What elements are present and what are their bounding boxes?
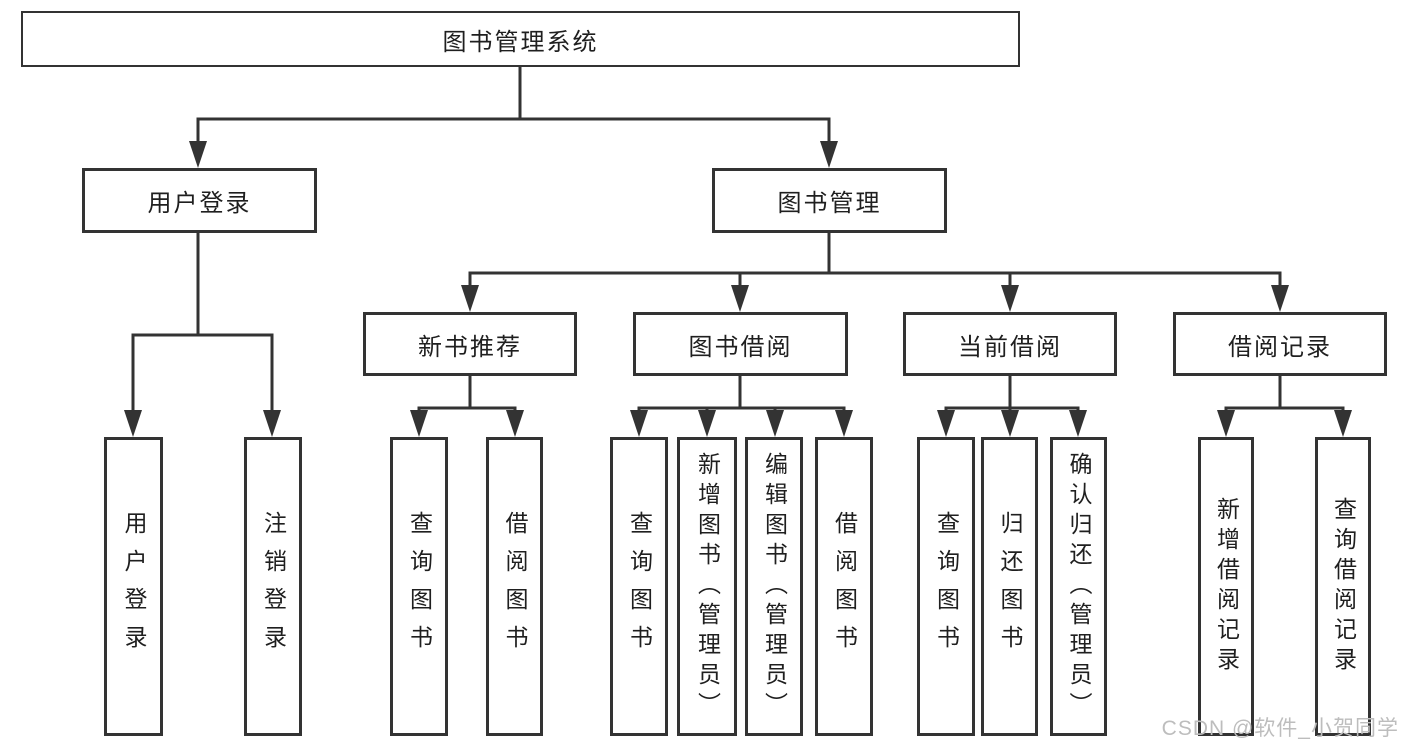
connector-book-borrow-split	[637, 374, 846, 417]
leaf-logout: 注销登录	[244, 437, 302, 736]
leaf-borrow-add-books-admin: 新增图书（管理员）	[677, 437, 737, 736]
leaf-record-query-borrow-record: 查询借阅记录	[1315, 437, 1371, 736]
node-new-book-recommend: 新书推荐	[363, 312, 577, 376]
node-book-management: 图书管理	[712, 168, 947, 233]
watermark: CSDN @软件_小贺同学	[1161, 717, 1399, 740]
node-label: 新增借阅记录	[1213, 496, 1240, 677]
arrow-down-icon	[506, 410, 524, 437]
leaf-borrow-query-books: 查询图书	[610, 437, 668, 736]
node-book-borrow: 图书借阅	[633, 312, 848, 376]
leaf-recommend-borrow-books: 借阅图书	[486, 437, 543, 736]
arrow-down-icon	[1334, 410, 1352, 437]
node-label: 归还图书	[997, 510, 1023, 663]
arrow-down-icon	[1001, 410, 1019, 437]
node-label: 图书管理	[777, 190, 882, 217]
node-label: 借阅记录	[1228, 333, 1332, 361]
node-library-management-system: 图书管理系统	[21, 11, 1020, 67]
node-label: 查询借阅记录	[1330, 496, 1357, 677]
arrow-down-icon	[189, 141, 207, 168]
arrow-down-icon	[1001, 285, 1019, 312]
node-label: 用户登录	[147, 190, 252, 217]
node-borrow-record: 借阅记录	[1173, 312, 1387, 376]
arrow-down-icon	[124, 410, 142, 437]
arrow-down-icon	[835, 410, 853, 437]
connector-borrow-record-split	[1224, 374, 1345, 417]
arrow-down-icon	[820, 141, 838, 168]
arrow-down-icon	[766, 410, 784, 437]
arrow-down-icon	[698, 410, 716, 437]
node-label: 图书管理系统	[442, 28, 599, 56]
leaf-user-login: 用户登录	[104, 437, 163, 736]
connector-new-book-split	[417, 374, 517, 417]
arrow-down-icon	[731, 285, 749, 312]
node-label: 查询图书	[406, 510, 433, 663]
connector-current-borrow-split	[944, 374, 1080, 417]
node-current-borrow: 当前借阅	[903, 312, 1117, 376]
leaf-current-confirm-return-admin: 确认归还（管理员）	[1050, 437, 1107, 736]
node-label: 查询图书	[626, 510, 653, 663]
node-label: 注销登录	[260, 510, 287, 663]
arrow-down-icon	[461, 285, 479, 312]
node-label: 借阅图书	[831, 510, 858, 663]
connector-book-management-split	[468, 231, 1282, 292]
node-label: 当前借阅	[958, 333, 1062, 361]
leaf-borrow-edit-books-admin: 编辑图书（管理员）	[745, 437, 803, 736]
arrow-down-icon	[937, 410, 955, 437]
node-label: 查询图书	[933, 510, 960, 663]
node-label: 确认归还（管理员）	[1066, 451, 1092, 722]
leaf-current-return-books: 归还图书	[981, 437, 1038, 736]
node-label: 借阅图书	[502, 510, 528, 663]
arrow-down-icon	[263, 410, 281, 437]
node-label: 用户登录	[121, 510, 147, 663]
arrow-down-icon	[630, 410, 648, 437]
arrow-down-icon	[1271, 285, 1289, 312]
leaf-borrow-borrow-books: 借阅图书	[815, 437, 873, 736]
leaf-current-query-books: 查询图书	[917, 437, 975, 736]
leaf-record-add-borrow-record: 新增借阅记录	[1198, 437, 1254, 736]
arrow-down-icon	[1217, 410, 1235, 437]
node-label: 新书推荐	[418, 333, 522, 361]
connector-root-split	[196, 65, 831, 147]
node-user-login: 用户登录	[82, 168, 317, 233]
leaf-recommend-query-books: 查询图书	[390, 437, 448, 736]
arrow-down-icon	[410, 410, 428, 437]
connector-user-login-split	[131, 231, 274, 417]
arrow-down-icon	[1069, 410, 1087, 437]
node-label: 图书借阅	[688, 333, 793, 361]
node-label: 新增图书（管理员）	[694, 451, 721, 722]
node-label: 编辑图书（管理员）	[761, 451, 788, 722]
